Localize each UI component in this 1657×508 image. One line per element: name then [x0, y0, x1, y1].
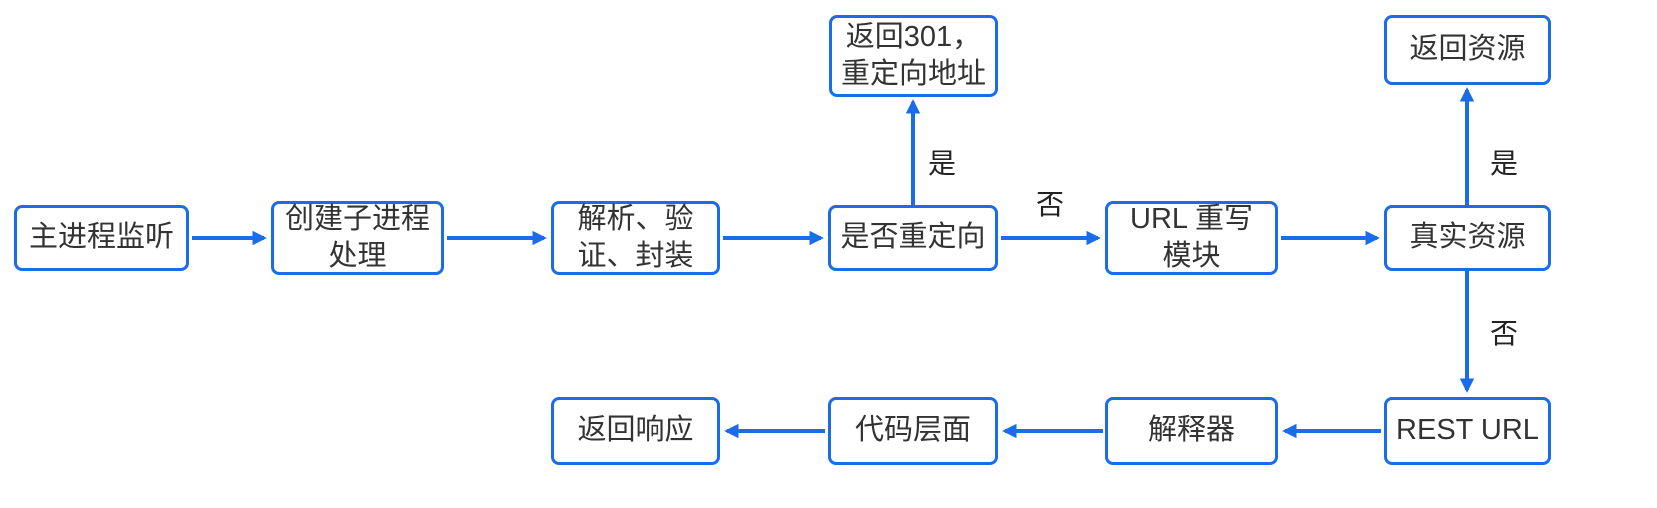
edge-label-resource-no: 否: [1490, 318, 1519, 349]
node-parse-validate-encapsulate: 解析、验 证、封装: [551, 201, 720, 275]
node-return-301: 返回301， 重定向地址: [829, 15, 998, 97]
node-real-resource: 真实资源: [1384, 205, 1551, 271]
node-rest-url: REST URL: [1384, 397, 1551, 465]
node-code-level: 代码层面: [828, 397, 998, 465]
node-return-resource: 返回资源: [1384, 15, 1551, 85]
edge-label-redirect-yes: 是: [928, 148, 957, 179]
node-main-process-listen: 主进程监听: [14, 205, 189, 271]
node-interpreter: 解释器: [1105, 397, 1278, 465]
edge-label-redirect-no: 否: [1036, 189, 1065, 220]
node-return-response: 返回响应: [551, 397, 720, 465]
node-create-child-process: 创建子进程 处理: [271, 201, 444, 275]
edge-label-resource-yes: 是: [1490, 148, 1519, 179]
node-redirect-check: 是否重定向: [828, 205, 998, 271]
node-url-rewrite-module: URL 重写 模块: [1105, 201, 1278, 275]
